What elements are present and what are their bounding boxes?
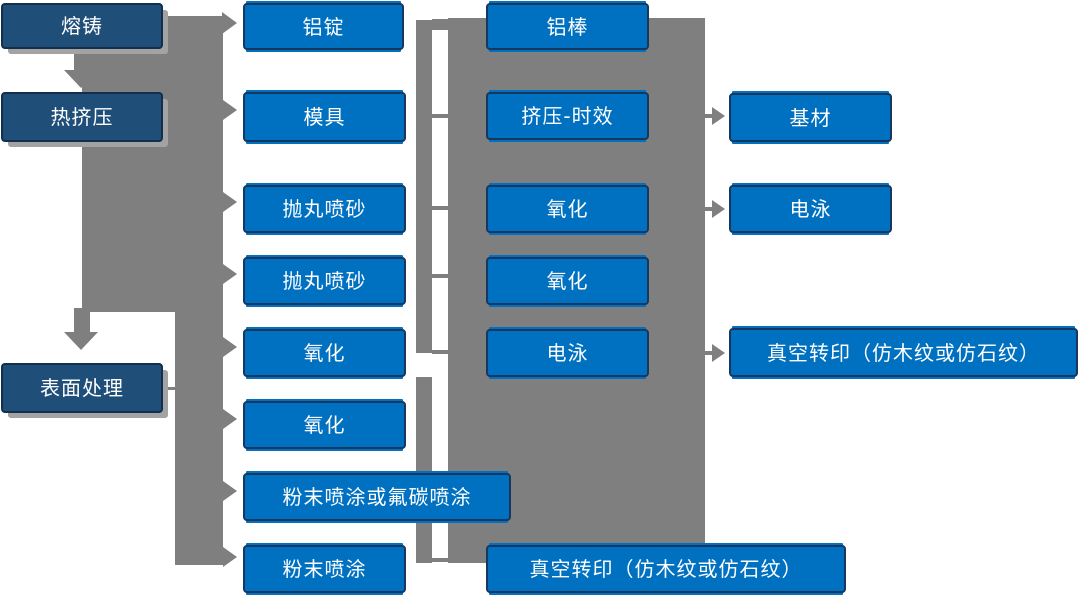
node-shot-blasting-2: 抛丸喷砂: [243, 257, 406, 305]
connector-panel-to-electrophoresis: [705, 207, 712, 211]
node-surface-treatment: 表面处理: [1, 363, 163, 413]
arrow-down-icon: [64, 70, 98, 88]
node-oxidation-2: 氧化: [243, 401, 406, 449]
connector-melting-to-ingot: [160, 18, 222, 30]
node-vacuum-transfer-1: 真空转印（仿木纹或仿石纹）: [486, 545, 846, 593]
node-shot-blasting-1: 抛丸喷砂: [243, 185, 406, 233]
node-electrophoresis-2: 电泳: [729, 185, 892, 233]
arrow-right-icon: [223, 100, 237, 120]
arrow-right-icon: [222, 12, 237, 34]
arrow-right-icon: [712, 200, 725, 218]
connector-bar-to-panel-row8: [432, 558, 448, 562]
connector-melting-to-extrusion: [74, 48, 90, 72]
node-melting-casting: 熔铸: [1, 3, 163, 49]
arrow-right-icon: [223, 547, 237, 567]
connector-bar-to-panel-row4: [432, 274, 448, 278]
node-mold: 模具: [243, 92, 406, 142]
node-vacuum-transfer-2: 真空转印（仿木纹或仿石纹）: [729, 328, 1078, 377]
node-substrate: 基材: [729, 93, 892, 142]
node-powder-coating: 粉末喷涂: [243, 545, 406, 593]
connector-bar-to-panel-row5: [432, 350, 448, 354]
node-oxidation-4: 氧化: [486, 257, 649, 305]
connector-bar-to-panel-row2: [432, 114, 448, 118]
arrow-right-icon: [223, 264, 237, 284]
node-extrusion-aging: 挤压-时效: [486, 92, 649, 140]
arrow-right-icon: [223, 192, 237, 212]
node-oxidation-1: 氧化: [243, 329, 406, 377]
node-powder-or-fluorocarbon-coating: 粉末喷涂或氟碳喷涂: [243, 473, 511, 521]
connector-bar-to-panel-row1: [432, 19, 448, 30]
arrow-down-icon: [64, 332, 98, 350]
connector-left-trunk: [175, 16, 223, 565]
node-aluminum-rod: 铝棒: [486, 3, 649, 50]
node-aluminum-ingot: 铝锭: [243, 3, 404, 50]
connector-panel-to-vacuum-transfer: [705, 351, 712, 355]
node-electrophoresis-1: 电泳: [486, 329, 649, 377]
connector-bar-to-panel-row3: [432, 206, 448, 210]
connector-mid-bar-lower: [416, 377, 432, 563]
arrow-right-icon: [223, 337, 237, 357]
connector-mid-bar-upper: [416, 20, 432, 353]
node-oxidation-3: 氧化: [486, 185, 649, 233]
connector-panel-to-substrate: [705, 114, 712, 118]
node-hot-extrusion: 热挤压: [1, 92, 163, 142]
connector-to-surface-treatment: [74, 308, 90, 334]
connector-surface-treatment-to-trunk: [163, 387, 177, 390]
arrow-right-icon: [712, 107, 725, 125]
arrow-right-icon: [223, 409, 237, 429]
arrow-right-icon: [223, 481, 237, 501]
arrow-right-icon: [712, 344, 725, 362]
